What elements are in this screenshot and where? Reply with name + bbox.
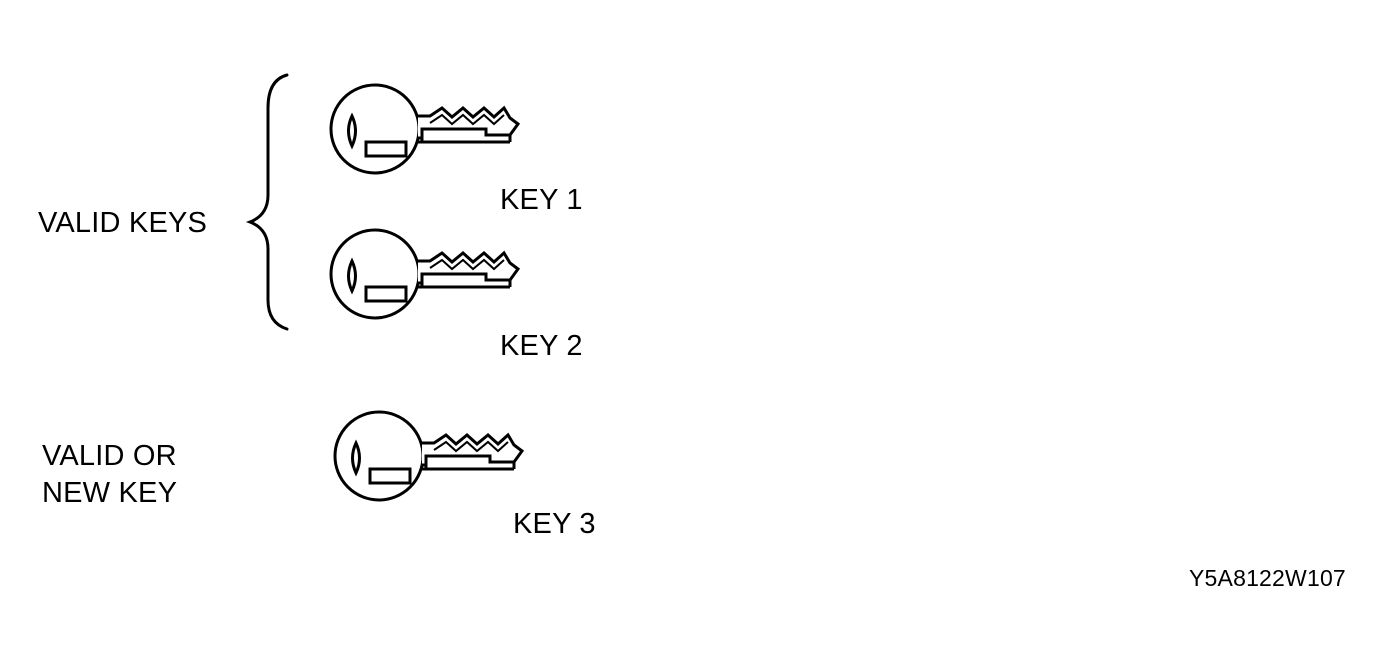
key-3-icon <box>333 410 524 502</box>
key-2-label: KEY 2 <box>500 330 583 362</box>
figure-code: Y5A8122W107 <box>1189 565 1346 591</box>
valid-or-new-label-line1: VALID OR <box>42 440 177 472</box>
key-1-label: KEY 1 <box>500 184 583 216</box>
valid-keys-label: VALID KEYS <box>38 207 208 239</box>
valid-keys-brace <box>245 73 289 331</box>
valid-or-new-label-line2: NEW KEY <box>42 477 178 509</box>
key-1-icon <box>329 83 520 175</box>
key-3-label: KEY 3 <box>513 508 596 540</box>
key-2-icon <box>329 228 520 320</box>
